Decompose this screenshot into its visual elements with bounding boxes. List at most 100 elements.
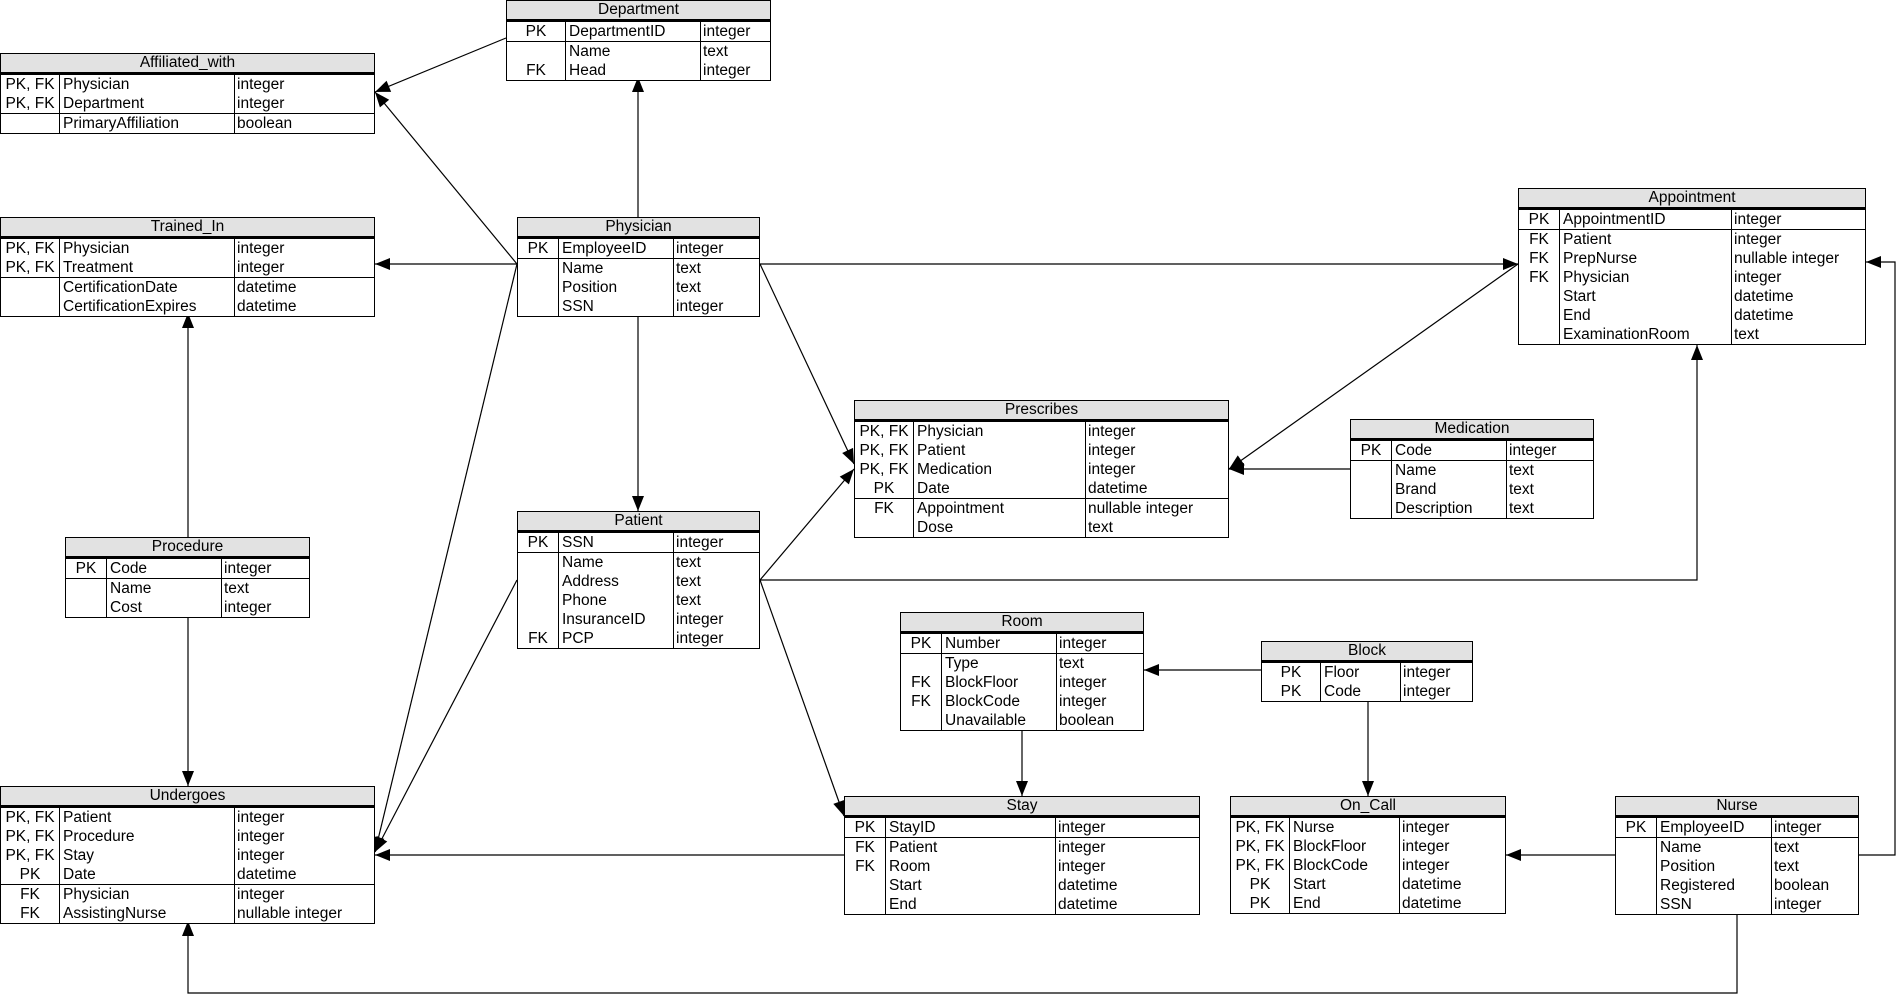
- attribute-key: FK: [845, 857, 886, 876]
- entity-title: Stay: [845, 797, 1199, 818]
- attribute-type: text: [1509, 500, 1534, 517]
- relationship-procedure-to-undergoes: [182, 614, 194, 786]
- arrow-head: [182, 921, 194, 936]
- attribute-name: Room: [886, 857, 1056, 876]
- attribute-key: PK: [1616, 818, 1657, 837]
- relationship-patient-to-prescribes: [759, 468, 855, 581]
- arrow-head: [375, 80, 392, 92]
- attribute-type: datetime: [237, 298, 297, 315]
- attribute-key: [518, 553, 559, 572]
- entity-title: On_Call: [1231, 797, 1505, 818]
- relationship-line: [374, 91, 518, 265]
- attribute-type: integer: [237, 259, 285, 276]
- attribute-type: text: [676, 554, 701, 571]
- attribute-name: Nurse: [1290, 818, 1400, 837]
- entity-title: Undergoes: [1, 787, 374, 808]
- entity-title: Block: [1262, 642, 1472, 663]
- attribute-type: text: [1509, 462, 1534, 479]
- attribute-key: [1616, 838, 1657, 857]
- attribute-type: integer: [676, 298, 724, 315]
- arrow-head: [375, 849, 390, 861]
- attribute-name: EmployeeID: [1657, 818, 1772, 837]
- attribute-type: integer: [1402, 819, 1450, 836]
- attribute-type: integer: [1402, 857, 1450, 874]
- attribute-type: datetime: [1734, 307, 1794, 324]
- attribute-type: integer: [1403, 683, 1451, 700]
- attribute-key: PK, FK: [1231, 856, 1290, 875]
- attribute-type: datetime: [1402, 876, 1462, 893]
- attribute-type: text: [1734, 326, 1759, 343]
- entity-title: Trained_In: [1, 218, 374, 239]
- attribute-type: datetime: [237, 866, 297, 883]
- relationship-medication-to-prescribes: [1229, 463, 1350, 475]
- attribute-type: integer: [237, 828, 285, 845]
- attribute-type: text: [676, 279, 701, 296]
- attribute-type: integer: [237, 95, 285, 112]
- attribute-name: Date: [914, 479, 1086, 498]
- attribute-name: Address: [559, 572, 674, 591]
- attribute-type: integer: [1088, 461, 1136, 478]
- attribute-name: Type: [942, 654, 1057, 673]
- attribute-name: Cost: [107, 598, 222, 617]
- attribute-key: [66, 598, 107, 617]
- attribute-name: Unavailable: [942, 711, 1057, 730]
- attribute-key: PK, FK: [855, 422, 914, 441]
- attribute-key: PK, FK: [1, 808, 60, 827]
- attribute-type: integer: [224, 599, 272, 616]
- attribute-name: Floor: [1321, 663, 1401, 682]
- relationship-nurse-to-on-call: [1506, 849, 1615, 861]
- attribute-type: integer: [237, 240, 285, 257]
- entity-title: Nurse: [1616, 797, 1858, 818]
- entity-title: Physician: [518, 218, 759, 239]
- attribute-type: integer: [1088, 423, 1136, 440]
- entity-title: Procedure: [66, 538, 309, 559]
- arrow-head: [1362, 781, 1374, 796]
- attribute-type: text: [703, 43, 728, 60]
- attribute-name: EmployeeID: [559, 239, 674, 258]
- attribute-key: [1519, 325, 1560, 344]
- arrow-head: [375, 258, 390, 270]
- attribute-name: Treatment: [60, 258, 235, 277]
- attribute-key: PK, FK: [1, 94, 60, 113]
- attribute-name: PrimaryAffiliation: [60, 114, 235, 133]
- attribute-name: Start: [886, 876, 1056, 895]
- attribute-name: Patient: [1560, 230, 1732, 249]
- attribute-type: boolean: [1774, 877, 1830, 894]
- attribute-name: Code: [1392, 441, 1507, 460]
- attribute-key: FK: [1519, 249, 1560, 268]
